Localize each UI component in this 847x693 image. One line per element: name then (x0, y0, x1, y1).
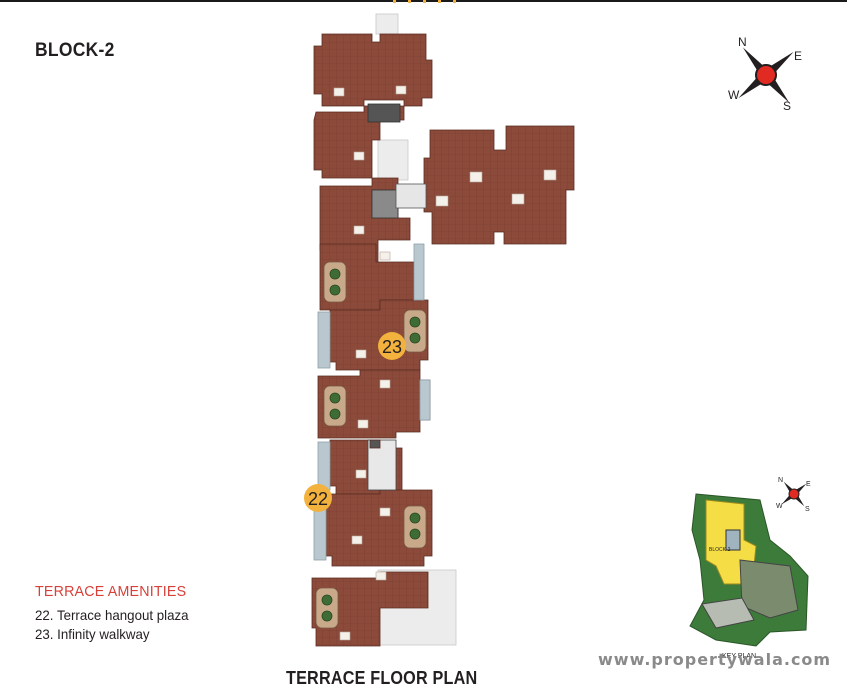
key-plan-label: KEY PLAN (722, 653, 756, 660)
marker-22: 22 (304, 484, 332, 512)
building-block-2 (311, 13, 575, 647)
marker-23-label: 23 (382, 337, 402, 357)
watermark: www.propertywala.com (598, 650, 832, 669)
key-compass-e: E (806, 481, 811, 488)
amenity-item-22: 22. Terrace hangout plaza (35, 607, 189, 623)
amenities-heading: TERRACE AMENITIES (35, 583, 187, 600)
marker-22-label: 22 (308, 489, 328, 509)
key-plan: KEY PLAN BLOCK-2 (689, 493, 809, 660)
key-compass-s: S (805, 506, 810, 513)
key-plan-block-label: BLOCK-2 (709, 547, 731, 553)
key-compass-w: W (776, 503, 783, 510)
compass-w: W (728, 88, 740, 102)
block-title: BLOCK-2 (35, 40, 115, 61)
key-plan-compass (781, 481, 807, 507)
plan-caption: TERRACE FLOOR PLAN (286, 668, 478, 688)
compass-s: S (783, 99, 791, 113)
compass-e: E (794, 49, 802, 63)
marker-23: 23 (378, 332, 406, 360)
compass-rose (738, 47, 794, 103)
key-compass-n: N (778, 477, 783, 484)
top-marks (393, 0, 456, 3)
compass-n: N (738, 35, 747, 49)
amenity-item-23: 23. Infinity walkway (35, 626, 150, 642)
